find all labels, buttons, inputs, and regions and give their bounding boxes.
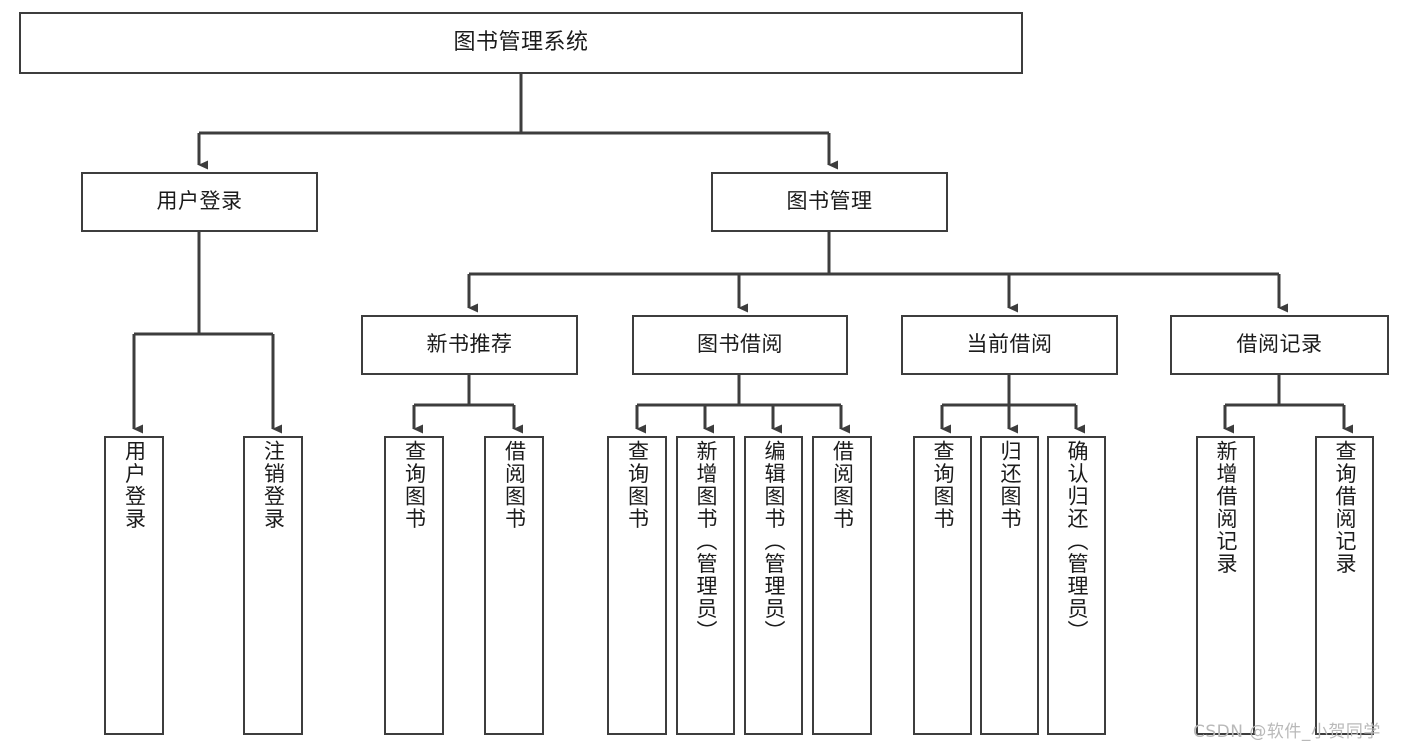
leaf-confirm-return-admin[interactable]: 确认归还（管理员） xyxy=(1047,436,1106,735)
leaf-query-book-current[interactable]: 查询图书 xyxy=(913,436,972,735)
leaf-add-book-admin[interactable]: 新增图书（管理员） xyxy=(676,436,735,735)
leaf-return-book[interactable]: 归还图书 xyxy=(980,436,1039,735)
node-label: 查询图书 xyxy=(625,440,650,530)
node-label: 归还图书 xyxy=(998,440,1022,530)
node-borrow-records[interactable]: 借阅记录 xyxy=(1170,315,1389,375)
leaf-edit-book-admin[interactable]: 编辑图书（管理员） xyxy=(744,436,803,735)
node-label: 用户登录 xyxy=(156,189,243,214)
leaf-add-borrow-record[interactable]: 新增借阅记录 xyxy=(1196,436,1255,735)
leaf-logout[interactable]: 注销登录 xyxy=(243,436,303,735)
node-label: 借阅记录 xyxy=(1236,332,1323,357)
node-label: 借阅图书 xyxy=(830,440,855,530)
leaf-user-login[interactable]: 用户登录 xyxy=(104,436,164,735)
leaf-query-book-borrow[interactable]: 查询图书 xyxy=(607,436,667,735)
leaf-borrow-book[interactable]: 借阅图书 xyxy=(812,436,872,735)
node-label: 查询借阅记录 xyxy=(1333,440,1357,575)
leaf-query-borrow-record[interactable]: 查询借阅记录 xyxy=(1315,436,1374,735)
node-current-borrow[interactable]: 当前借阅 xyxy=(901,315,1118,375)
node-label: 确认归还（管理员） xyxy=(1065,440,1089,643)
node-label: 查询图书 xyxy=(931,440,955,530)
node-root-system[interactable]: 图书管理系统 xyxy=(19,12,1023,74)
node-user-login[interactable]: 用户登录 xyxy=(81,172,318,232)
leaf-query-book-recommend[interactable]: 查询图书 xyxy=(384,436,444,735)
node-label: 新书推荐 xyxy=(426,332,513,357)
node-label: 查询图书 xyxy=(402,440,427,530)
node-label: 用户登录 xyxy=(122,440,147,530)
node-label: 注销登录 xyxy=(261,440,286,530)
watermark-text: CSDN @软件_小贺同学 xyxy=(1193,722,1381,742)
node-label: 借阅图书 xyxy=(502,440,527,530)
node-new-book-recommend[interactable]: 新书推荐 xyxy=(361,315,578,375)
leaf-borrow-book-recommend[interactable]: 借阅图书 xyxy=(484,436,544,735)
node-label: 编辑图书（管理员） xyxy=(762,440,786,643)
node-book-borrow[interactable]: 图书借阅 xyxy=(632,315,848,375)
node-label: 图书借阅 xyxy=(697,332,783,357)
node-label: 新增借阅记录 xyxy=(1214,440,1238,575)
node-book-management[interactable]: 图书管理 xyxy=(711,172,948,232)
node-label: 图书管理 xyxy=(786,189,873,214)
node-label: 图书管理系统 xyxy=(453,29,589,55)
node-label: 新增图书（管理员） xyxy=(694,440,718,643)
node-label: 当前借阅 xyxy=(966,332,1053,357)
